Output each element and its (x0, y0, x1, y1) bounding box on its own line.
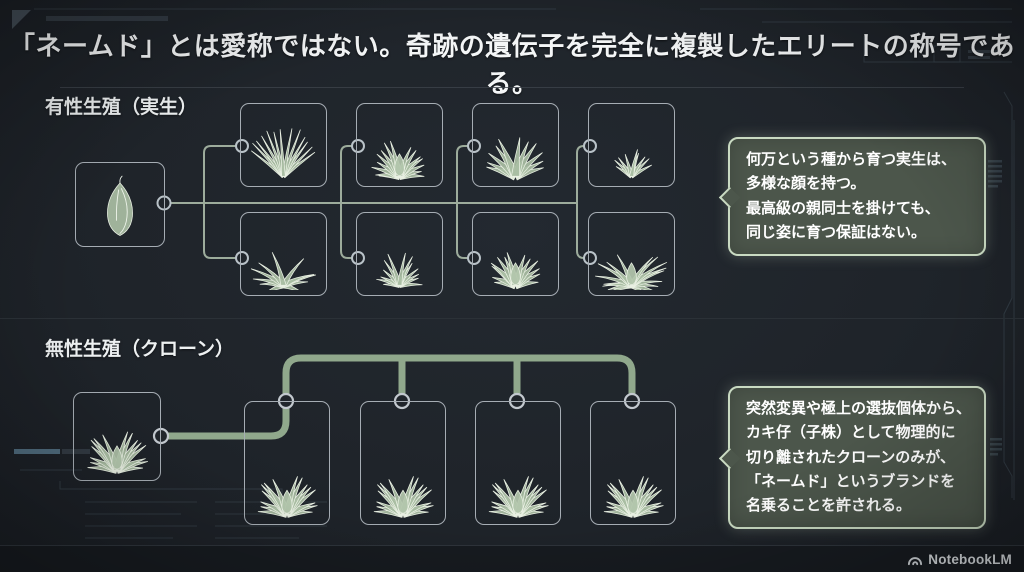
clone-box (475, 401, 561, 525)
agave-small-icon (614, 149, 652, 179)
agave-tall-icon (251, 128, 316, 179)
agave-clone-icon (373, 476, 434, 518)
callout-line: 「ネームド」というブランドを (746, 472, 956, 490)
agave-rosette-bud-icon (490, 252, 541, 290)
clone-box (590, 401, 676, 525)
offspring-box (588, 103, 675, 187)
offspring-box (240, 103, 327, 187)
clone-box (360, 401, 446, 525)
parent-plant-box (73, 392, 161, 481)
section-divider (0, 318, 1024, 319)
callout-line: 名乗ることを許される。 (746, 497, 912, 515)
agave-clone-icon (488, 476, 549, 518)
section-heading-sexual: 有性生殖（実生） (45, 97, 198, 118)
callout-line: 切り離されたクローンのみが、 (746, 448, 955, 466)
callout-line: カキ仔（子株）として物理的に (746, 424, 956, 442)
callout-line: 同じ姿に育つ保証はない。 (746, 223, 927, 241)
callout-tail (718, 186, 741, 208)
section-heading-asexual: 無性生殖（クローン） (45, 339, 235, 360)
brand: NotebookLM (907, 552, 1012, 567)
offspring-box (240, 212, 327, 296)
progress-bar (14, 449, 60, 454)
agave-spiky-small-icon (376, 252, 423, 288)
callout-tail (718, 447, 741, 469)
agave-clone-icon (603, 476, 664, 518)
callout-line: 多様な顔を持つ。 (746, 175, 866, 193)
footer-bar: NotebookLM (0, 545, 1024, 572)
brand-label: NotebookLM (928, 552, 1012, 567)
callout-asexual: 突然変異や極上の選抜個体から、 カキ仔（子株）として物理的に 切り離されたクロー… (718, 386, 986, 530)
agave-splay-icon (250, 252, 317, 290)
callout-sexual: 何万という種から育つ実生は、 多様な顔を持つ。 最高級の親同士を掛けても、 同じ… (718, 137, 986, 257)
offspring-box (356, 103, 443, 187)
agave-parent-icon (87, 431, 148, 474)
agave-rosette-dense-icon (371, 140, 425, 180)
title-divider (60, 87, 964, 88)
offspring-box (356, 212, 443, 296)
seed-icon (107, 175, 133, 236)
clone-box (244, 401, 330, 525)
seed-box (75, 162, 165, 247)
offspring-box (472, 212, 559, 296)
agave-clone-icon (257, 476, 318, 518)
callout-line: 何万という種から育つ実生は、 (746, 151, 957, 168)
page-title: 「ネームド」とは愛称ではない。奇跡の遺伝子を完全に複製したエリートの称号である。 (9, 31, 1015, 98)
agave-rosette-broad-icon (486, 137, 544, 181)
callout-line: 突然変異や極上の選抜個体から、 (746, 400, 972, 417)
notebooklm-logo-icon (908, 557, 923, 566)
offspring-box (472, 103, 559, 187)
callout-line: 最高級の親同士を掛けても、 (746, 199, 940, 217)
agave-monster-icon (595, 254, 668, 290)
offspring-box (588, 212, 675, 296)
